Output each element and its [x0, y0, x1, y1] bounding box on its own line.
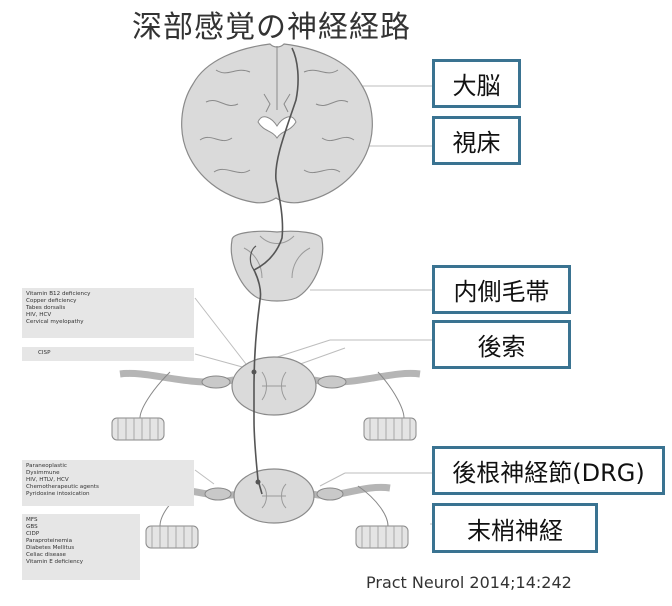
ascending-pathway-line — [252, 47, 299, 495]
lesion-item: GBS — [26, 524, 38, 530]
lesion-item: Copper deficiency — [26, 298, 77, 304]
lesion-box-cisp: CISP — [22, 347, 194, 361]
lesion-item: CIDP — [26, 531, 40, 537]
upper-spinal-segment — [111, 356, 421, 441]
label-dorsal-root-ganglion: 後根神経節(DRG) — [432, 446, 665, 495]
label-peripheral-nerve: 末梢神経 — [432, 503, 598, 553]
medulla-illustration — [230, 230, 324, 302]
lower-spinal-segment — [145, 468, 409, 549]
lesion-box-spinal-cord: Vitamin B12 deficiency Copper deficiency… — [22, 288, 194, 338]
label-cerebrum: 大脳 — [432, 59, 521, 108]
lesion-item: Vitamin B12 deficiency — [26, 291, 91, 297]
diagram-title: 深部感覚の神経経路 — [132, 10, 411, 45]
lesion-item: Tabes dorsalis — [26, 305, 66, 311]
lesion-item: CISP — [38, 350, 51, 356]
nerve-bundle-lower-right — [355, 525, 409, 549]
label-posterior-column: 後索 — [432, 320, 571, 369]
label-thalamus: 視床 — [432, 116, 521, 165]
lemniscus-crossing — [249, 245, 257, 271]
nerve-bundle-upper-right — [363, 417, 417, 441]
lesion-item: Diabetes Mellitus — [26, 545, 75, 551]
nerve-bundle-upper-left — [111, 417, 165, 441]
lesion-box-ganglion: Paraneoplastic Dysimmune HIV, HTLV, HCV … — [22, 460, 194, 506]
lesion-item: Celiac disease — [26, 552, 66, 558]
lesion-item: Paraneoplastic — [26, 463, 67, 469]
lesion-item: Cervical myelopathy — [26, 319, 84, 325]
lesion-item: MFS — [26, 517, 38, 523]
label-medial-lemniscus: 内側毛帯 — [432, 265, 571, 314]
lesion-item: Chemotherapeutic agents — [26, 484, 99, 490]
lesion-item: HIV, HTLV, HCV — [26, 477, 69, 483]
citation: Pract Neurol 2014;14:242 — [366, 573, 572, 592]
cerebrum-illustration — [181, 43, 373, 204]
lesion-item: Dysimmune — [26, 470, 60, 476]
lesion-item: Paraproteinemia — [26, 538, 73, 544]
nerve-bundle-lower-left — [145, 525, 199, 549]
lesion-item: Vitamin E deficiency — [26, 559, 84, 565]
lesion-item: Pyridoxine intoxication — [26, 491, 90, 497]
lesion-item: HIV, HCV — [26, 312, 52, 318]
leader-lines — [194, 85, 432, 525]
lesion-box-nerve: MFS GBS CIDP Paraproteinemia Diabetes Me… — [22, 514, 140, 580]
